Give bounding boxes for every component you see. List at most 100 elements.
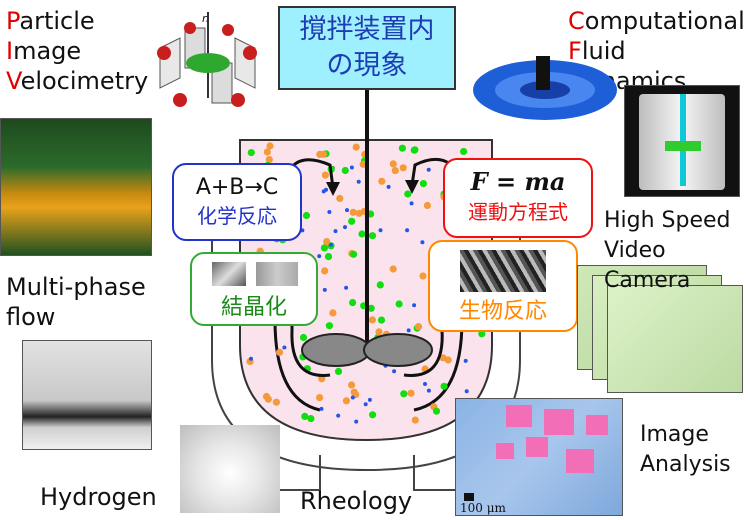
particle <box>344 285 349 290</box>
particle <box>395 300 403 308</box>
particle <box>392 369 397 374</box>
particle <box>319 150 328 158</box>
particle <box>423 201 431 210</box>
particle <box>400 390 408 398</box>
particle <box>319 406 324 411</box>
particle <box>265 156 273 164</box>
particle <box>460 147 468 156</box>
particle <box>247 149 255 157</box>
bioreaction-box: 生物反応 <box>428 240 578 332</box>
piv-rest-2: mage <box>13 37 82 65</box>
particle <box>358 230 366 238</box>
particle <box>321 171 329 179</box>
particle <box>376 281 384 289</box>
particle <box>399 164 407 172</box>
piv-initial-p: P <box>6 7 20 35</box>
particle <box>464 389 469 394</box>
impeller-blade-icon <box>363 333 433 367</box>
particle <box>266 142 274 150</box>
particle <box>323 238 331 246</box>
piv-impeller-illustration: n <box>157 12 257 107</box>
rheology-photo <box>180 425 280 513</box>
particle <box>478 330 486 338</box>
multiphase-label: Multi-phase flow <box>6 272 146 332</box>
piv-rest-1: article <box>19 7 95 35</box>
particle <box>406 328 411 333</box>
particle <box>419 272 427 280</box>
particle <box>444 356 452 364</box>
image-analysis-label: Image Analysis <box>640 420 731 480</box>
image-analysis-photo: 100 μm <box>455 398 623 516</box>
particle <box>320 244 328 252</box>
particle <box>334 367 343 375</box>
particle <box>325 322 333 330</box>
particle <box>322 287 327 292</box>
hydrogen-bubbles-photo <box>22 340 152 450</box>
particle <box>369 411 377 419</box>
particle <box>410 146 418 154</box>
particle <box>348 381 356 389</box>
particle <box>345 208 349 213</box>
particle <box>264 395 272 403</box>
bioreaction-label: 生物反応 <box>458 299 547 324</box>
crystallization-box: 結晶化 <box>190 252 318 326</box>
particle <box>263 148 271 156</box>
particle <box>405 228 410 233</box>
high-speed-label-line1: High Speed <box>604 208 731 233</box>
particle <box>276 348 284 356</box>
particle <box>348 217 356 225</box>
cfd-vessel-render <box>624 85 740 197</box>
particle <box>354 419 359 424</box>
particle <box>386 184 391 189</box>
particle <box>307 415 315 423</box>
crystal-photo-1 <box>212 262 246 286</box>
chemical-reaction-label: 化学反応 <box>197 204 277 228</box>
high-speed-label: High Speed Video Camera <box>604 206 750 296</box>
particle <box>440 382 448 390</box>
piv-initial-i: I <box>6 37 14 65</box>
cfd-impeller-illustration <box>473 56 617 120</box>
particle <box>463 358 468 363</box>
motion-equation-label: 運動方程式 <box>468 200 568 224</box>
particle <box>282 345 287 350</box>
multiphase-label-line1: Multi-phase <box>6 273 146 301</box>
scale-bar-label: 100 μm <box>460 501 506 515</box>
particle <box>318 375 326 383</box>
particle <box>336 194 344 202</box>
particle <box>367 304 375 312</box>
particle <box>316 394 324 402</box>
particle <box>329 309 337 317</box>
particle <box>419 180 427 188</box>
particle <box>368 232 377 240</box>
multiphase-label-line2: flow <box>6 303 56 331</box>
crystal-photo-2 <box>256 262 298 286</box>
particle <box>336 413 341 418</box>
impeller-shaft <box>365 135 369 350</box>
cfd-rest-1: omputational <box>584 7 745 35</box>
particle <box>299 333 308 342</box>
hydrogen-label: Hydrogen <box>40 483 157 511</box>
particle <box>350 388 358 396</box>
particle <box>432 407 441 415</box>
crystallization-label: 結晶化 <box>220 295 287 320</box>
particle <box>404 190 412 198</box>
multiphase-flow-photo <box>0 118 152 256</box>
cfd-initial-f: F <box>568 37 582 65</box>
chemical-reaction-box: A+B→C 化学反応 <box>172 163 302 241</box>
svg-text:n: n <box>202 12 209 25</box>
particle <box>342 397 350 405</box>
particle <box>389 160 397 168</box>
particle <box>375 328 383 336</box>
particle <box>350 395 355 400</box>
image-analysis-label-line2: Analysis <box>640 452 731 477</box>
particle <box>349 165 354 170</box>
particle <box>350 250 358 258</box>
particle <box>426 167 431 172</box>
particle <box>426 388 431 393</box>
rheology-label: Rheology <box>300 487 413 515</box>
title-line-2: の現象 <box>326 50 408 81</box>
particle <box>327 210 332 214</box>
particle <box>363 402 368 407</box>
particle <box>378 228 383 233</box>
